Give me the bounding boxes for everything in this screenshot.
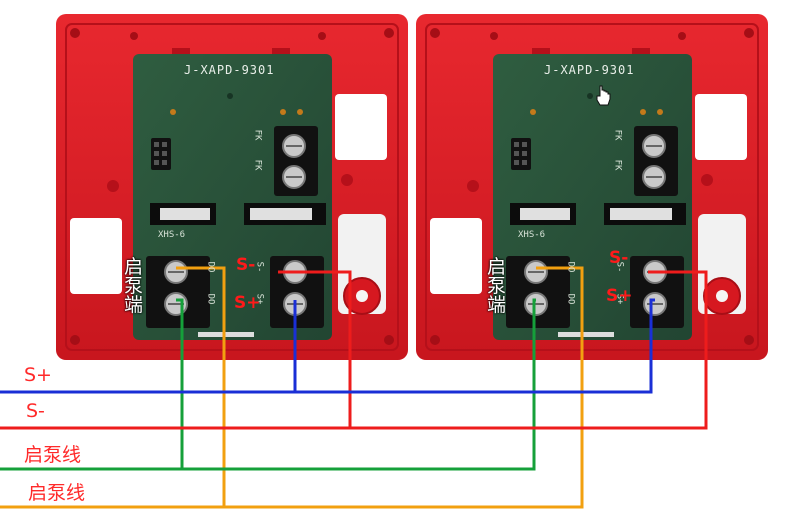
led-icon — [640, 109, 646, 115]
s-minus-label-2: S- — [609, 248, 629, 268]
hand-cursor-icon — [596, 85, 611, 106]
lock-knob-hole-icon — [716, 290, 728, 302]
side-latch-icon — [467, 180, 479, 192]
chip-label-1: XHS-6 — [158, 230, 186, 240]
fk-label-2a: FK — [612, 129, 623, 141]
screw-hole-icon — [70, 28, 80, 38]
side-window-left — [430, 218, 482, 294]
pump-terminal-label-2: 启泵端 — [487, 256, 507, 316]
fk-label-1b: FK — [252, 159, 263, 171]
chip-label-2: XHS-6 — [518, 230, 546, 240]
pin-label-do-1a: DO — [205, 261, 216, 273]
header-pin — [522, 142, 527, 147]
bottom-strip — [198, 332, 254, 337]
screw-hole-icon — [744, 335, 754, 345]
screw-hole-icon — [430, 28, 440, 38]
side-window — [335, 94, 387, 160]
header-pin — [514, 160, 519, 165]
reed-switch-glass — [250, 208, 312, 220]
screw-hole-icon — [490, 32, 498, 40]
mounting-hole-icon — [227, 93, 233, 99]
side-window — [695, 94, 747, 160]
side-window-left — [70, 218, 122, 294]
header-pin — [154, 142, 159, 147]
top-tab — [272, 48, 290, 54]
pin-label-do-1b: DO — [205, 293, 216, 305]
pump-terminal-label-1: 启泵端 — [124, 256, 144, 316]
screw-hole-icon — [384, 28, 394, 38]
module-2 — [416, 14, 768, 360]
fk-label-1a: FK — [252, 129, 263, 141]
screw-hole-icon — [130, 32, 138, 40]
top-tab — [172, 48, 190, 54]
s-plus-label-1: S+ — [234, 293, 261, 313]
top-tab — [532, 48, 550, 54]
top-tab — [632, 48, 650, 54]
screw-hole-icon — [430, 335, 440, 345]
wire-s-minus — [278, 270, 708, 430]
wire-pump-orange — [176, 266, 584, 509]
bottom-strip — [558, 332, 614, 337]
pin-label-do-2b: DO — [565, 293, 576, 305]
header-pin — [154, 151, 159, 156]
screw-hole-icon — [384, 335, 394, 345]
led-icon — [170, 109, 176, 115]
pin-label-s-minus-1: S- — [254, 261, 265, 273]
pump-terminal-block — [146, 256, 210, 328]
header-pin — [154, 160, 159, 165]
side-latch-icon — [701, 174, 713, 186]
led-icon — [657, 109, 663, 115]
screw-hole-icon — [318, 32, 326, 40]
wire-label-pump-green: 启泵线 — [24, 444, 82, 466]
header-pin — [522, 160, 527, 165]
led-icon — [297, 109, 303, 115]
wire-s-plus — [293, 298, 655, 394]
housing-2-inner — [425, 23, 759, 351]
module-1 — [56, 14, 408, 360]
header-pin — [514, 142, 519, 147]
board-model-label-1: J-XAPD-9301 — [184, 63, 275, 77]
wire-label-pump-orange: 启泵线 — [28, 482, 86, 504]
led-icon — [280, 109, 286, 115]
header-pin — [514, 151, 519, 156]
s-minus-label-1: S- — [236, 255, 256, 275]
board-model-label-2: J-XAPD-9301 — [544, 63, 635, 77]
screw-hole-icon — [678, 32, 686, 40]
header-pin — [162, 142, 167, 147]
side-latch-icon — [107, 180, 119, 192]
wires — [0, 266, 708, 509]
lock-knob-hole-icon — [356, 290, 368, 302]
header-pin — [162, 151, 167, 156]
wire-label-s-minus: S- — [26, 400, 45, 422]
reed-switch-glass — [160, 208, 210, 220]
mounting-hole-icon — [587, 93, 593, 99]
wire-pump-green — [176, 298, 536, 471]
s-plus-label-2: S+ — [606, 286, 633, 306]
pin-label-do-2a: DO — [565, 261, 576, 273]
reed-switch-glass — [520, 208, 570, 220]
wire-label-s-plus: S+ — [24, 364, 52, 386]
led-icon — [530, 109, 536, 115]
fk-label-2b: FK — [612, 159, 623, 171]
housing-1-inner — [65, 23, 399, 351]
pump-terminal-block — [506, 256, 570, 328]
screw-hole-icon — [744, 28, 754, 38]
side-latch-icon — [341, 174, 353, 186]
reed-switch-glass — [610, 208, 672, 220]
header-pin — [522, 151, 527, 156]
header-pin — [162, 160, 167, 165]
screw-hole-icon — [70, 335, 80, 345]
